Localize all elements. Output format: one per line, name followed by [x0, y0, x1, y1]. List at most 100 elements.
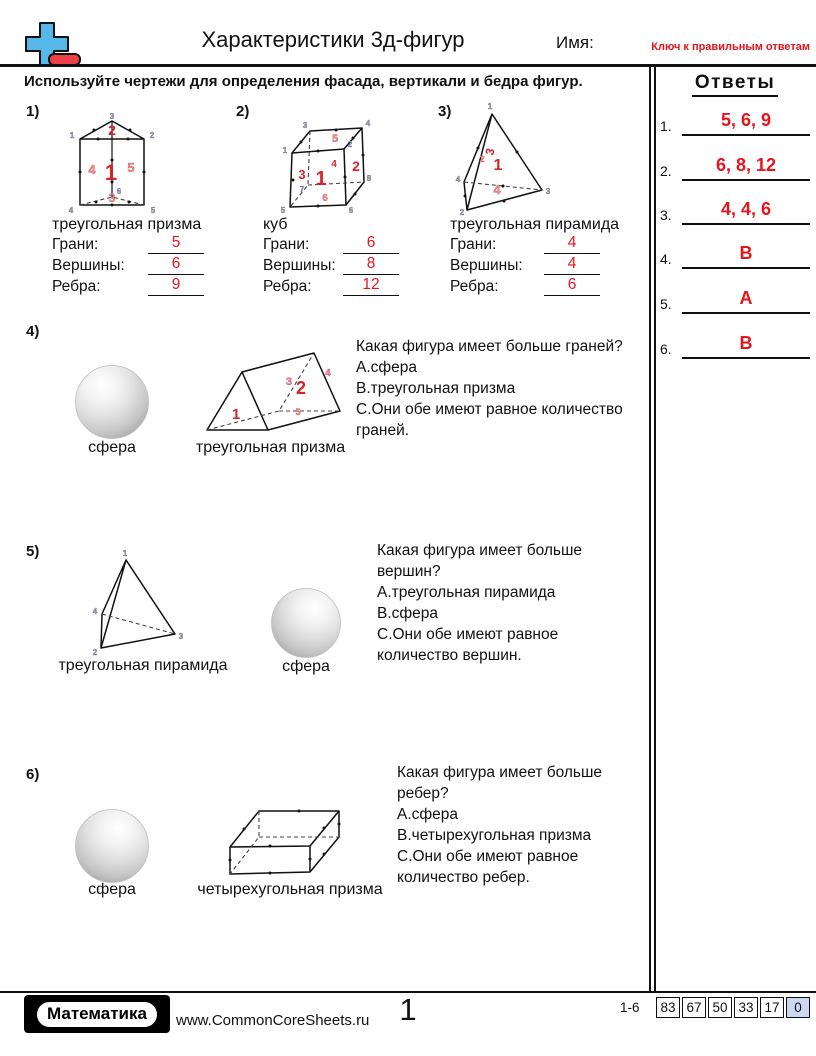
problem-2-stats: Грани: 6 Вершины: 8 Ребра: 12 [263, 233, 423, 296]
answers-divider [649, 67, 656, 991]
vertex-number: 5 [151, 206, 156, 215]
page-title: Характеристики 3д-фигур [201, 27, 465, 52]
brand-label: Математика [36, 1000, 158, 1028]
vertex-number: 3 [110, 112, 115, 121]
problem-6-number: 6) [26, 766, 40, 783]
problem-6-question: Какая фигура имеет больше ребер? А.сфера… [397, 762, 642, 888]
face-number: 2 [108, 122, 116, 138]
answers-header: Ответы [655, 72, 815, 97]
sphere-figure [75, 809, 149, 883]
answer-row-1: 1. 5, 6, 9 [660, 110, 810, 136]
stat-row-edges: Ребра: 9 [52, 275, 212, 296]
vertex-number: 2 [460, 208, 465, 216]
problem-6-right-label: четырехугольная призма [197, 881, 383, 898]
question-text: Какая фигура имеет больше граней? [356, 338, 623, 355]
score-cell: 17 [760, 997, 784, 1018]
triangular-pyramid-figure: 1 4 2 3 [93, 549, 184, 656]
vertex-number: 2 [93, 648, 98, 656]
triangular-prism-figure: 2 1 4 5 3 1 2 3 4 5 6 [69, 112, 156, 215]
vertex-number: 4 [456, 175, 461, 184]
problem-5-right-label: сфера [282, 658, 330, 675]
stat-row-faces: Грани: 6 [263, 233, 423, 254]
stat-value-blank: 5 [148, 234, 204, 254]
problem-4-left-label: сфера [88, 439, 136, 456]
vertex-number: 3 [546, 187, 551, 196]
stat-row-edges: Ребра: 12 [263, 275, 423, 296]
option-b: В.четырехугольная призма [397, 827, 592, 844]
face-number: 2 [479, 154, 484, 164]
option-a: А.сфера [356, 359, 418, 376]
stat-row-faces: Грани: 4 [450, 233, 610, 254]
option-a: А.треугольная пирамида [377, 584, 556, 601]
vertex-number: 7 [300, 185, 305, 194]
stat-row-vertices: Вершины: 6 [52, 254, 212, 275]
problem-1-stats: Грани: 5 Вершины: 6 Ребра: 9 [52, 233, 212, 296]
answers-title: Ответы [691, 72, 779, 97]
page-number: 1 [399, 992, 417, 1027]
stat-label: Ребра: [263, 278, 312, 295]
vertex-number: 4 [69, 206, 74, 215]
face-number: 4 [493, 182, 501, 197]
option-c: С.Они обе имеют равное количество граней… [356, 401, 623, 439]
problem-4-question: Какая фигура имеет больше граней? А.сфер… [356, 336, 648, 441]
score-table: 83 67 50 33 17 0 [654, 997, 810, 1018]
problem-4-right-label: треугольная призма [195, 439, 346, 456]
answer-number: 2. [660, 163, 672, 179]
stat-value-blank: 6 [148, 255, 204, 275]
vertex-number: 2 [348, 140, 353, 149]
footer-divider [0, 991, 816, 993]
problem-1-figure: 2 1 4 5 3 1 2 3 4 5 6 [58, 112, 183, 217]
problem-3-stats: Грани: 4 Вершины: 4 Ребра: 6 [450, 233, 610, 296]
stat-label: Грани: [450, 236, 497, 253]
stat-row-vertices: Вершины: 8 [263, 254, 423, 275]
stat-label: Вершины: [263, 257, 336, 274]
stat-value-blank: 12 [343, 276, 399, 296]
question-text: Какая фигура имеет больше вершин? [377, 542, 583, 580]
vertex-number: 3 [179, 632, 184, 641]
brand-badge: Математика [24, 995, 170, 1033]
answer-number: 6. [660, 341, 672, 357]
face-number: 5 [127, 160, 134, 175]
stat-label: Грани: [263, 236, 310, 253]
sphere-figure [75, 365, 149, 439]
face-number: 4 [88, 162, 96, 177]
option-c: С.Они обе имеют равное количество ребер. [397, 848, 579, 886]
score-range-label: 1-6 [620, 1000, 640, 1015]
vertex-number: 6 [349, 206, 354, 215]
site-logo [22, 20, 84, 70]
stat-row-faces: Грани: 5 [52, 233, 212, 254]
header-divider [0, 64, 816, 67]
stat-label: Вершины: [52, 257, 125, 274]
stat-value-blank: 4 [544, 234, 600, 254]
face-number: 2 [296, 378, 306, 398]
answer-value: 5, 6, 9 [682, 110, 810, 136]
problem-4-prism: 1 3 2 4 5 [190, 346, 360, 438]
problem-2-number: 2) [236, 103, 250, 120]
problem-5-number: 5) [26, 543, 40, 560]
score-cell: 33 [734, 997, 758, 1018]
answer-value: B [682, 333, 810, 359]
answer-row-3: 3. 4, 4, 6 [660, 199, 810, 225]
vertex-number: 1 [123, 549, 128, 558]
problem-3-shape-label: треугольная пирамида [450, 216, 620, 233]
stat-row-vertices: Вершины: 4 [450, 254, 610, 275]
face-number: 3 [298, 167, 305, 182]
vertex-number: 2 [150, 131, 155, 140]
score-cell: 67 [682, 997, 706, 1018]
answer-value: B [682, 243, 810, 269]
stat-label: Ребра: [450, 278, 499, 295]
face-number: 1 [494, 157, 503, 174]
question-text: Какая фигура имеет больше ребер? [397, 764, 603, 802]
stat-value-blank: 9 [148, 276, 204, 296]
stat-value-blank: 8 [343, 255, 399, 275]
problem-4-sphere [72, 362, 152, 442]
answer-value: A [682, 288, 810, 314]
answer-row-6: 6. B [660, 333, 810, 359]
vertex-number: 6 [117, 187, 122, 196]
face-number: 4 [325, 368, 331, 379]
answer-number: 3. [660, 207, 672, 223]
stat-value-blank: 4 [544, 255, 600, 275]
stat-label: Вершины: [450, 257, 523, 274]
stat-value-blank: 6 [544, 276, 600, 296]
face-number: 4 [331, 159, 337, 170]
